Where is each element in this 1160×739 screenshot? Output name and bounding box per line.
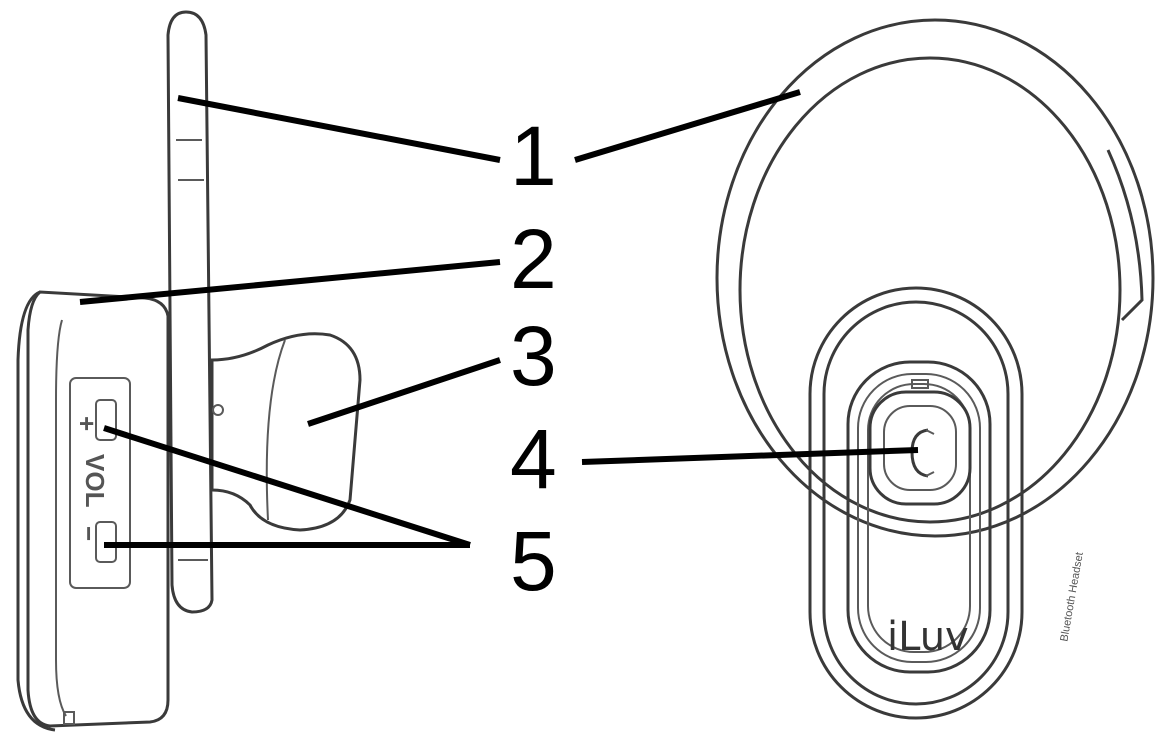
side-view-headset: + VOL − <box>16 10 362 732</box>
leader-1-right <box>574 89 801 163</box>
callout-numbers: 1 2 3 4 5 <box>510 109 557 608</box>
leader-lines <box>79 89 919 548</box>
front-body <box>808 286 1024 720</box>
volume-vol-label: VOL <box>80 454 110 508</box>
callout-3: 3 <box>510 309 557 403</box>
callout-5: 5 <box>510 514 557 608</box>
leader-1-left <box>177 95 501 163</box>
brand-logo-text: iLuv <box>887 614 969 660</box>
leader-3 <box>307 357 501 427</box>
leader-4 <box>581 447 919 465</box>
volume-plus-label: + <box>72 416 102 431</box>
side-ear-hook <box>166 10 214 614</box>
leader-5-upper <box>103 425 471 548</box>
volume-minus-label: − <box>74 526 104 541</box>
side-body: + VOL − <box>16 290 170 732</box>
callout-2: 2 <box>510 212 557 306</box>
side-earpiece <box>210 332 362 532</box>
callout-1: 1 <box>510 109 557 203</box>
callout-4: 4 <box>510 412 557 506</box>
front-view-headset: iLuv Bluetooth Headset <box>715 18 1155 720</box>
leader-2 <box>79 259 501 305</box>
product-subtext: Bluetooth Headset <box>1058 551 1086 642</box>
front-ear-hook <box>715 18 1155 538</box>
call-button <box>868 390 972 506</box>
